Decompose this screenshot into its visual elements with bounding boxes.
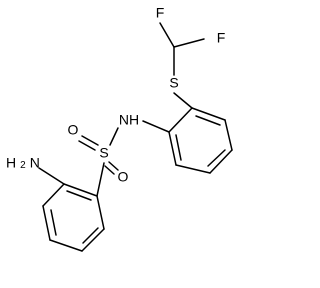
structure-diagram: F F S NH S O O H 2 N: [6, 5, 233, 252]
bond-ring1-1: [191, 107, 226, 121]
bond-ring1-double-2: [207, 149, 226, 167]
bond-cf2: [173, 38, 205, 48]
bond-ring1-5: [168, 131, 177, 166]
bond-ring1-2: [224, 119, 233, 151]
bond-cf1: [159, 22, 175, 48]
bond-ring1-6: [168, 107, 193, 133]
bond-s-o2-b: [104, 165, 115, 175]
fluorine-label-top: F: [156, 5, 165, 21]
bond-ring2-6: [96, 195, 105, 230]
bond-s-ring2: [96, 162, 105, 197]
bond-ring2-1: [63, 183, 98, 197]
fluorine-label-right: F: [217, 30, 226, 46]
amino-group-label: H 2 N: [6, 151, 40, 172]
bond-s-o1-a: [81, 135, 99, 146]
amino-subscript-label: 2: [20, 160, 26, 171]
amino-n-label: N: [30, 155, 40, 171]
bond-ring1-4: [175, 164, 211, 174]
bond-ring-n: [142, 120, 170, 133]
thioether-sulfur-label: S: [169, 75, 178, 91]
bond-n-s: [109, 127, 119, 146]
bond-ring2-double-3: [82, 227, 99, 244]
amine-nh-label: NH: [119, 112, 139, 128]
bond-ring2-double-2: [50, 209, 57, 236]
amino-h-label: H: [6, 155, 16, 171]
bond-s-o2-a: [108, 161, 119, 171]
bond-ring1-3: [209, 149, 233, 174]
sulfonyl-oxygen-label-right: O: [118, 169, 129, 185]
bond-s-o1-b: [78, 140, 96, 151]
bond-ring2-2: [42, 183, 65, 207]
bond-ring1-double-1: [195, 115, 221, 126]
bond-ring2-4: [49, 239, 83, 252]
molecule-canvas: F F S NH S O O H 2 N: [6, 4, 233, 252]
bond-ring-nh2: [38, 167, 65, 185]
bond-ring1-double-3: [175, 134, 182, 161]
bond-ring2-double-1: [66, 190, 92, 201]
bond-ring2-3: [42, 205, 51, 241]
sulfonyl-oxygen-label-left: O: [68, 122, 79, 138]
sulfonyl-sulfur-label: S: [99, 145, 108, 161]
bond-s-ring: [173, 92, 193, 109]
bond-ring2-5: [81, 228, 105, 252]
